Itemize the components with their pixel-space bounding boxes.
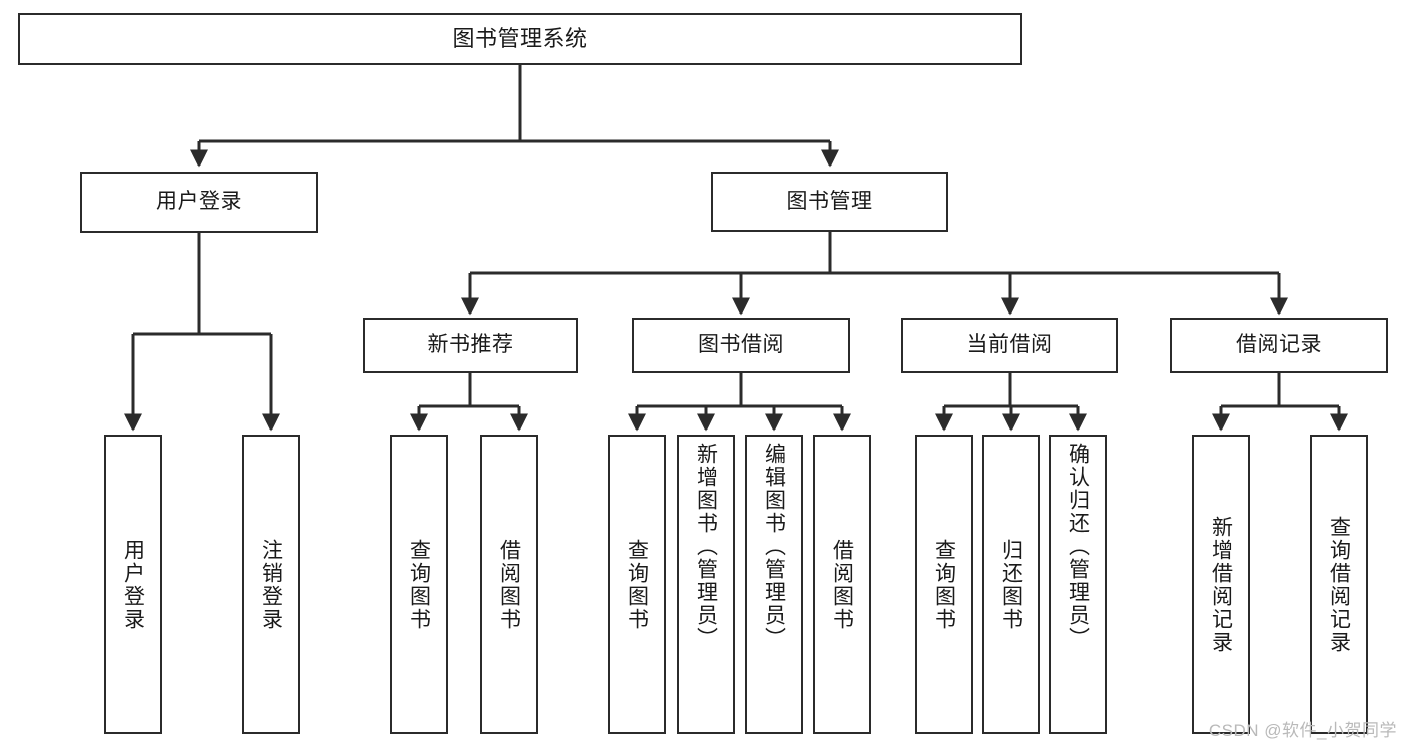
node-leaf-query-book-recommend[interactable]: 查询图书	[390, 435, 448, 734]
node-label: 图书管理系统	[452, 26, 588, 52]
node-label: 查询图书	[407, 538, 431, 631]
node-leaf-borrow-book-recommend[interactable]: 借阅图书	[480, 435, 538, 734]
node-leaf-query-book-current[interactable]: 查询图书	[915, 435, 973, 734]
node-leaf-logout[interactable]: 注销登录	[242, 435, 300, 734]
node-leaf-query-borrow-record[interactable]: 查询借阅记录	[1310, 435, 1368, 734]
node-label: 注销登录	[259, 538, 283, 631]
node-label: 新增借阅记录	[1209, 515, 1233, 654]
node-label: 新书推荐	[427, 333, 514, 357]
node-label: 确认归还（管理员）	[1066, 443, 1090, 650]
node-leaf-edit-book-admin[interactable]: 编辑图书（管理员）	[745, 435, 803, 734]
watermark: CSDN @软件_小贺同学	[1208, 721, 1397, 740]
node-book-management[interactable]: 图书管理	[711, 172, 948, 232]
node-label: 查询图书	[625, 538, 649, 631]
node-current-borrow[interactable]: 当前借阅	[901, 318, 1118, 373]
node-label: 归还图书	[999, 538, 1023, 631]
node-label: 新增图书（管理员）	[694, 443, 718, 650]
node-borrow-records[interactable]: 借阅记录	[1170, 318, 1388, 373]
node-leaf-confirm-return-admin[interactable]: 确认归还（管理员）	[1049, 435, 1107, 734]
node-user-login[interactable]: 用户登录	[80, 172, 318, 233]
node-label: 借阅图书	[830, 538, 854, 631]
node-leaf-add-book-admin[interactable]: 新增图书（管理员）	[677, 435, 735, 734]
node-book-borrow[interactable]: 图书借阅	[632, 318, 850, 373]
node-leaf-return-book[interactable]: 归还图书	[982, 435, 1040, 734]
node-label: 查询图书	[932, 538, 956, 631]
node-label: 用户登录	[121, 538, 145, 631]
node-label: 借阅记录	[1236, 333, 1322, 357]
node-leaf-add-borrow-record[interactable]: 新增借阅记录	[1192, 435, 1250, 734]
node-label: 当前借阅	[966, 333, 1053, 357]
node-label: 图书借阅	[698, 333, 784, 357]
node-label: 用户登录	[156, 190, 242, 214]
node-label: 查询借阅记录	[1327, 515, 1351, 654]
node-leaf-borrow-book[interactable]: 借阅图书	[813, 435, 871, 734]
node-label: 编辑图书（管理员）	[762, 443, 786, 650]
node-root-book-management-system[interactable]: 图书管理系统	[18, 13, 1022, 65]
node-leaf-user-login[interactable]: 用户登录	[104, 435, 162, 734]
node-new-book-recommend[interactable]: 新书推荐	[363, 318, 578, 373]
node-label: 借阅图书	[497, 538, 521, 631]
node-leaf-query-book-borrow[interactable]: 查询图书	[608, 435, 666, 734]
node-label: 图书管理	[786, 189, 873, 213]
